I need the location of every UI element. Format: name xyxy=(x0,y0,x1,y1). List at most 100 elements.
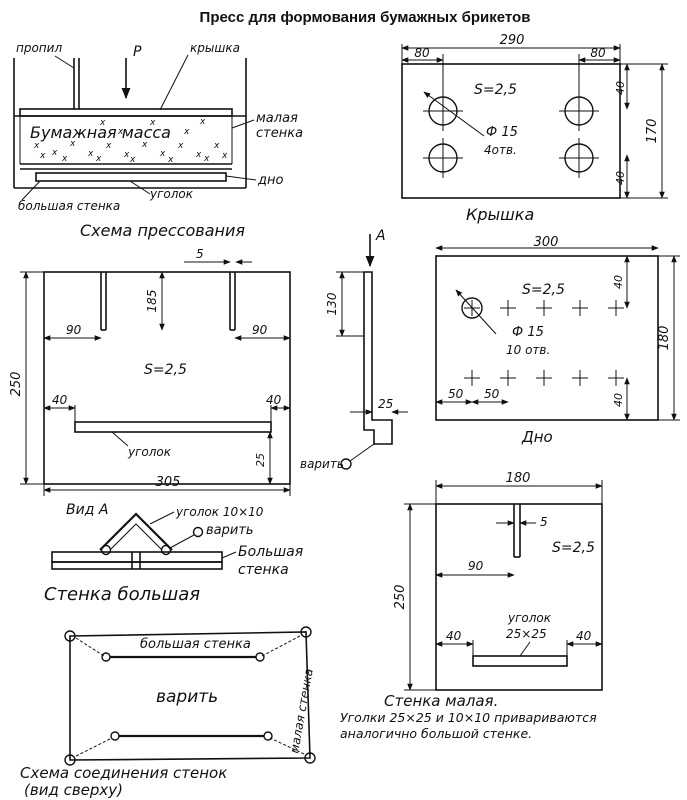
small-wall-label-2: стенка xyxy=(256,126,303,141)
mass-mark: x xyxy=(33,141,40,151)
bottom-hole xyxy=(461,297,483,319)
mass-mark: x xyxy=(199,117,206,127)
big-wall-angle-left: 40 xyxy=(52,393,68,407)
big-wall-angle xyxy=(74,421,272,433)
mass-mark: x xyxy=(167,155,174,165)
force-label: P xyxy=(133,44,142,60)
connection-caption-2: (вид сверху) xyxy=(24,781,123,799)
small-wall-angle-size: 25×25 xyxy=(506,627,547,641)
big-wall-slot-width: 5 xyxy=(196,247,204,261)
mass-mark: x xyxy=(177,141,184,151)
small-wall-angle xyxy=(472,655,568,667)
lid-width: 290 xyxy=(500,33,525,48)
big-wall-label: большая стенка xyxy=(18,199,120,213)
bottom-bottom-offset: 40 xyxy=(612,393,625,407)
lid-top-offset: 40 xyxy=(614,81,627,95)
small-wall-angle-right: 40 xyxy=(576,629,592,643)
wall-detail-label-2: стенка xyxy=(238,562,289,578)
big-wall-angle-label: уголок xyxy=(127,445,172,459)
angle-label: уголок xyxy=(149,187,194,201)
wall-detail-weld: варить xyxy=(206,523,254,538)
lid-hole-count: 4отв. xyxy=(484,143,517,157)
big-wall-height: 250 xyxy=(9,372,24,397)
connection-small-wall: малая стенка xyxy=(287,668,316,755)
bottom-height: 180 xyxy=(657,326,672,351)
connection-weld: варить xyxy=(156,687,218,707)
mass-mark: x xyxy=(95,154,102,164)
mass-mark: x xyxy=(203,154,210,164)
small-wall-note-2: аналогично большой стенке. xyxy=(340,726,532,741)
mass-mark: x xyxy=(99,118,106,128)
lid-hole-diameter: Ф 15 xyxy=(486,125,518,140)
small-wall-width: 180 xyxy=(506,471,531,486)
small-wall-height: 250 xyxy=(393,585,408,610)
small-wall-label-1: малая xyxy=(256,111,298,126)
bottom-hole-diameter: Ф 15 xyxy=(512,325,544,340)
mass-mark: x xyxy=(123,150,130,160)
small-wall-note-1: Уголки 25×25 и 10×10 привариваются xyxy=(340,710,597,725)
big-wall-slot-left: 90 xyxy=(66,323,82,337)
bottom-plate xyxy=(435,255,659,421)
mass-mark: x xyxy=(183,127,190,137)
mass-mark: x xyxy=(117,127,124,137)
angle-profile xyxy=(99,512,173,551)
mass-mark: x xyxy=(61,154,68,164)
mass-mark: x xyxy=(141,140,148,150)
lid-left-offset: 80 xyxy=(414,46,430,60)
bottom-hole-count: 10 отв. xyxy=(506,343,550,357)
big-wall-slot-right: 90 xyxy=(252,323,268,337)
small-wall-slot-left: 90 xyxy=(468,559,484,573)
lid-holes xyxy=(423,91,599,178)
bottom-pitch: 50 xyxy=(484,387,500,401)
lid-right-offset: 80 xyxy=(590,46,606,60)
bottom-holes xyxy=(461,297,624,386)
lid-plate xyxy=(401,63,621,199)
connection-big-wall: большая стенка xyxy=(140,637,251,652)
side-view-weld: варить xyxy=(300,457,344,471)
bottom-width: 300 xyxy=(534,235,559,250)
small-wall-slot-width: 5 xyxy=(540,515,548,529)
mass-mark: x xyxy=(129,155,136,165)
lid-caption: Крышка xyxy=(466,205,534,224)
lid-bottom-offset: 40 xyxy=(614,171,627,185)
small-wall-plate xyxy=(435,503,603,691)
small-wall-caption: Стенка малая. xyxy=(384,692,498,710)
wall-detail-label-1: Большая xyxy=(238,544,303,560)
bottom-caption: Дно xyxy=(521,428,553,446)
mass-mark: x xyxy=(213,141,220,151)
big-wall-width: 305 xyxy=(156,475,181,490)
connection-outline xyxy=(69,631,311,761)
view-a-label: Вид А xyxy=(66,502,108,518)
side-view-dim-25: 25 xyxy=(378,397,393,411)
bottom-thickness: S=2,5 xyxy=(522,282,565,298)
small-wall-angle-label: уголок xyxy=(507,611,552,625)
lid-height: 170 xyxy=(645,119,660,144)
wall-side-profile xyxy=(363,271,393,445)
big-wall-angle-right: 40 xyxy=(266,393,282,407)
mass-mark: x xyxy=(195,150,202,160)
bottom-label: дно xyxy=(257,173,283,188)
wall-detail-angle: уголок 10×10 xyxy=(175,505,264,519)
view-a-arrow-label: A xyxy=(375,228,386,244)
big-wall-angle-height: 25 xyxy=(254,453,267,467)
connection-caption-1: Схема соединения стенок xyxy=(20,764,227,782)
kryshka-label: крышка xyxy=(190,41,240,55)
mass-mark: x xyxy=(105,141,112,151)
side-view-dim-130: 130 xyxy=(325,292,339,315)
lid-thickness: S=2,5 xyxy=(474,82,517,98)
page-title: Пресс для формования бумажных брикетов xyxy=(200,9,531,26)
bottom-top-offset: 40 xyxy=(612,275,625,289)
paper-mass-label: Бумажная масса xyxy=(30,123,171,142)
big-wall-slot-depth: 185 xyxy=(145,290,159,313)
bottom-left-offset: 50 xyxy=(448,387,464,401)
propil-label: пропил xyxy=(16,41,62,55)
mass-mark: x xyxy=(149,118,156,128)
pressing-scheme-caption: Схема прессования xyxy=(80,221,245,240)
small-wall-angle-left: 40 xyxy=(446,629,462,643)
mass-mark: x xyxy=(159,149,166,159)
pressing-scheme xyxy=(13,58,247,189)
big-wall-thickness: S=2,5 xyxy=(144,362,187,378)
wall-detail-plate xyxy=(51,551,223,563)
